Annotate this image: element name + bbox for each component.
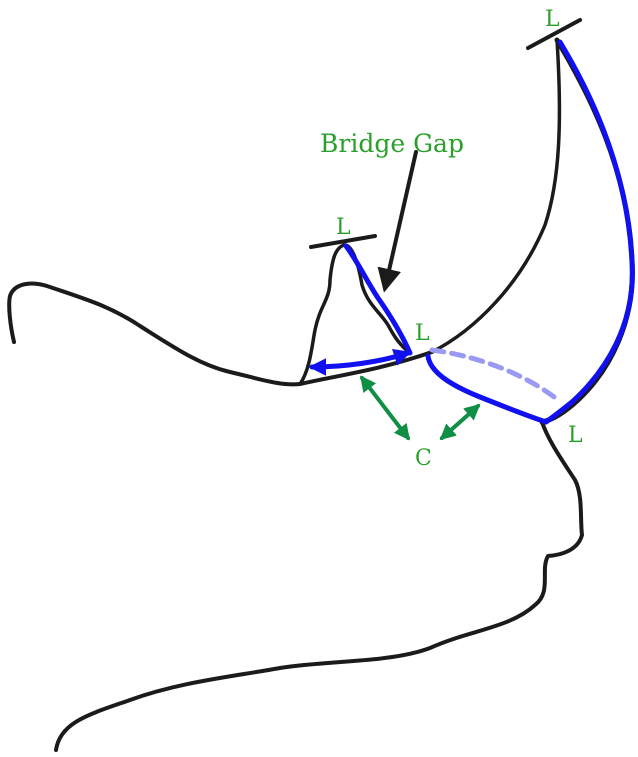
ligament-lines	[308, 39, 635, 425]
label-l-middle: L	[415, 321, 430, 346]
ligament-base-arrow	[308, 348, 412, 376]
label-c: C	[415, 446, 432, 471]
ligament-dashed-curve	[429, 347, 561, 403]
label-bridge-gap: Bridge Gap	[320, 129, 464, 158]
tick-bar-top-right	[526, 18, 582, 50]
outline-lower-tail	[54, 420, 584, 752]
c-arrow-right	[439, 403, 481, 441]
label-l-top-right: L	[545, 7, 560, 32]
label-l-top-middle: L	[336, 215, 351, 240]
ligament-small-peak	[343, 243, 413, 356]
outline-left-tail	[7, 281, 302, 387]
c-arrow-left	[360, 375, 410, 441]
ligament-lower-curve	[425, 353, 549, 425]
tick-bar-top-middle	[309, 234, 377, 249]
ligament-horn-outer	[543, 39, 635, 425]
bridge-gap-pointer-arrow	[377, 150, 418, 293]
outline-horn-inner	[430, 38, 562, 354]
label-l-bottom-right: L	[568, 423, 583, 448]
